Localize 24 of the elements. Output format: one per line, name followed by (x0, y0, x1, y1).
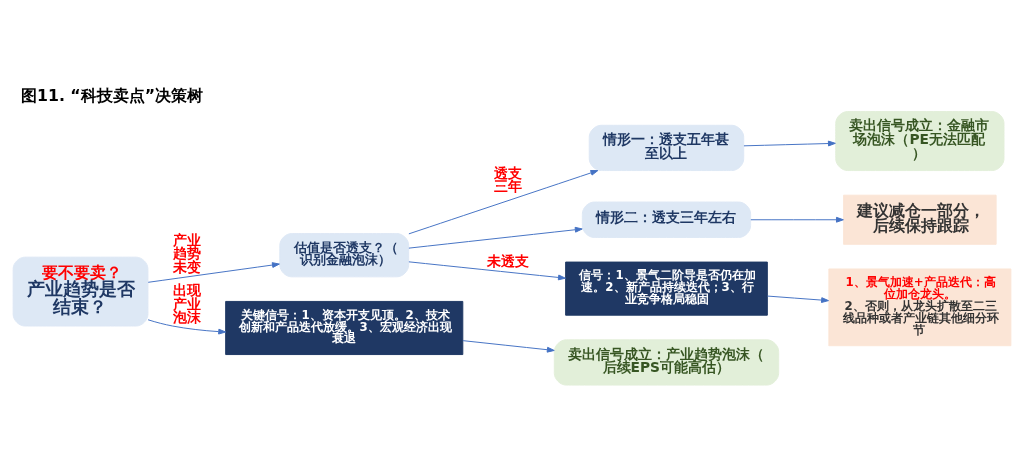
node-box: 情形二：透支三年左右 (581, 201, 752, 238)
node-box: 信号：1、景气二阶导是否仍在加速。2、新产品持续迭代；3、行业竞争格局稳固 (565, 261, 768, 316)
edge-label: 未透支 (487, 253, 530, 270)
diagram-title: 图11. “科技卖点”决策树 (21, 86, 204, 106)
node-box: 情形一：透支五年甚至以上 (588, 124, 745, 172)
edge-label: 透支三年 (494, 164, 523, 195)
node-box: 卖出信号成立：产业趋势泡沫（后续EPS可能高估） (553, 339, 780, 386)
node-box: 1、景气加速+产品迭代：高位加仓龙头。 2、否则，从龙头扩散至二三线品种或者产业链其他细分环节 (828, 268, 1012, 347)
arrow (147, 262, 280, 283)
arrow (743, 140, 836, 147)
arrow (750, 216, 844, 223)
node-box: 估值是否透支？（识别金融泡沫） (279, 233, 410, 278)
arrow (408, 170, 599, 235)
node-box: 关键信号：1、资本开支见顶。2、技术创新和产品迭代放缓。3、宏观经济出现衰退 (225, 300, 464, 356)
arrow (408, 226, 583, 249)
node-box: 卖出信号成立：金融市场泡沫（PE无法匹配） (835, 111, 1005, 172)
node-box: 建议减仓一部分，后续保持跟踪 (843, 194, 997, 245)
edge-label: 出现产业泡沫 (172, 281, 201, 326)
arrow (767, 295, 829, 303)
arrow (147, 319, 227, 335)
arrow (462, 340, 555, 353)
arrow (408, 261, 566, 281)
node-box: 要不要卖？ 产业趋势是否结束？ (12, 256, 149, 327)
edge-label: 产业趋势未变 (172, 231, 201, 276)
